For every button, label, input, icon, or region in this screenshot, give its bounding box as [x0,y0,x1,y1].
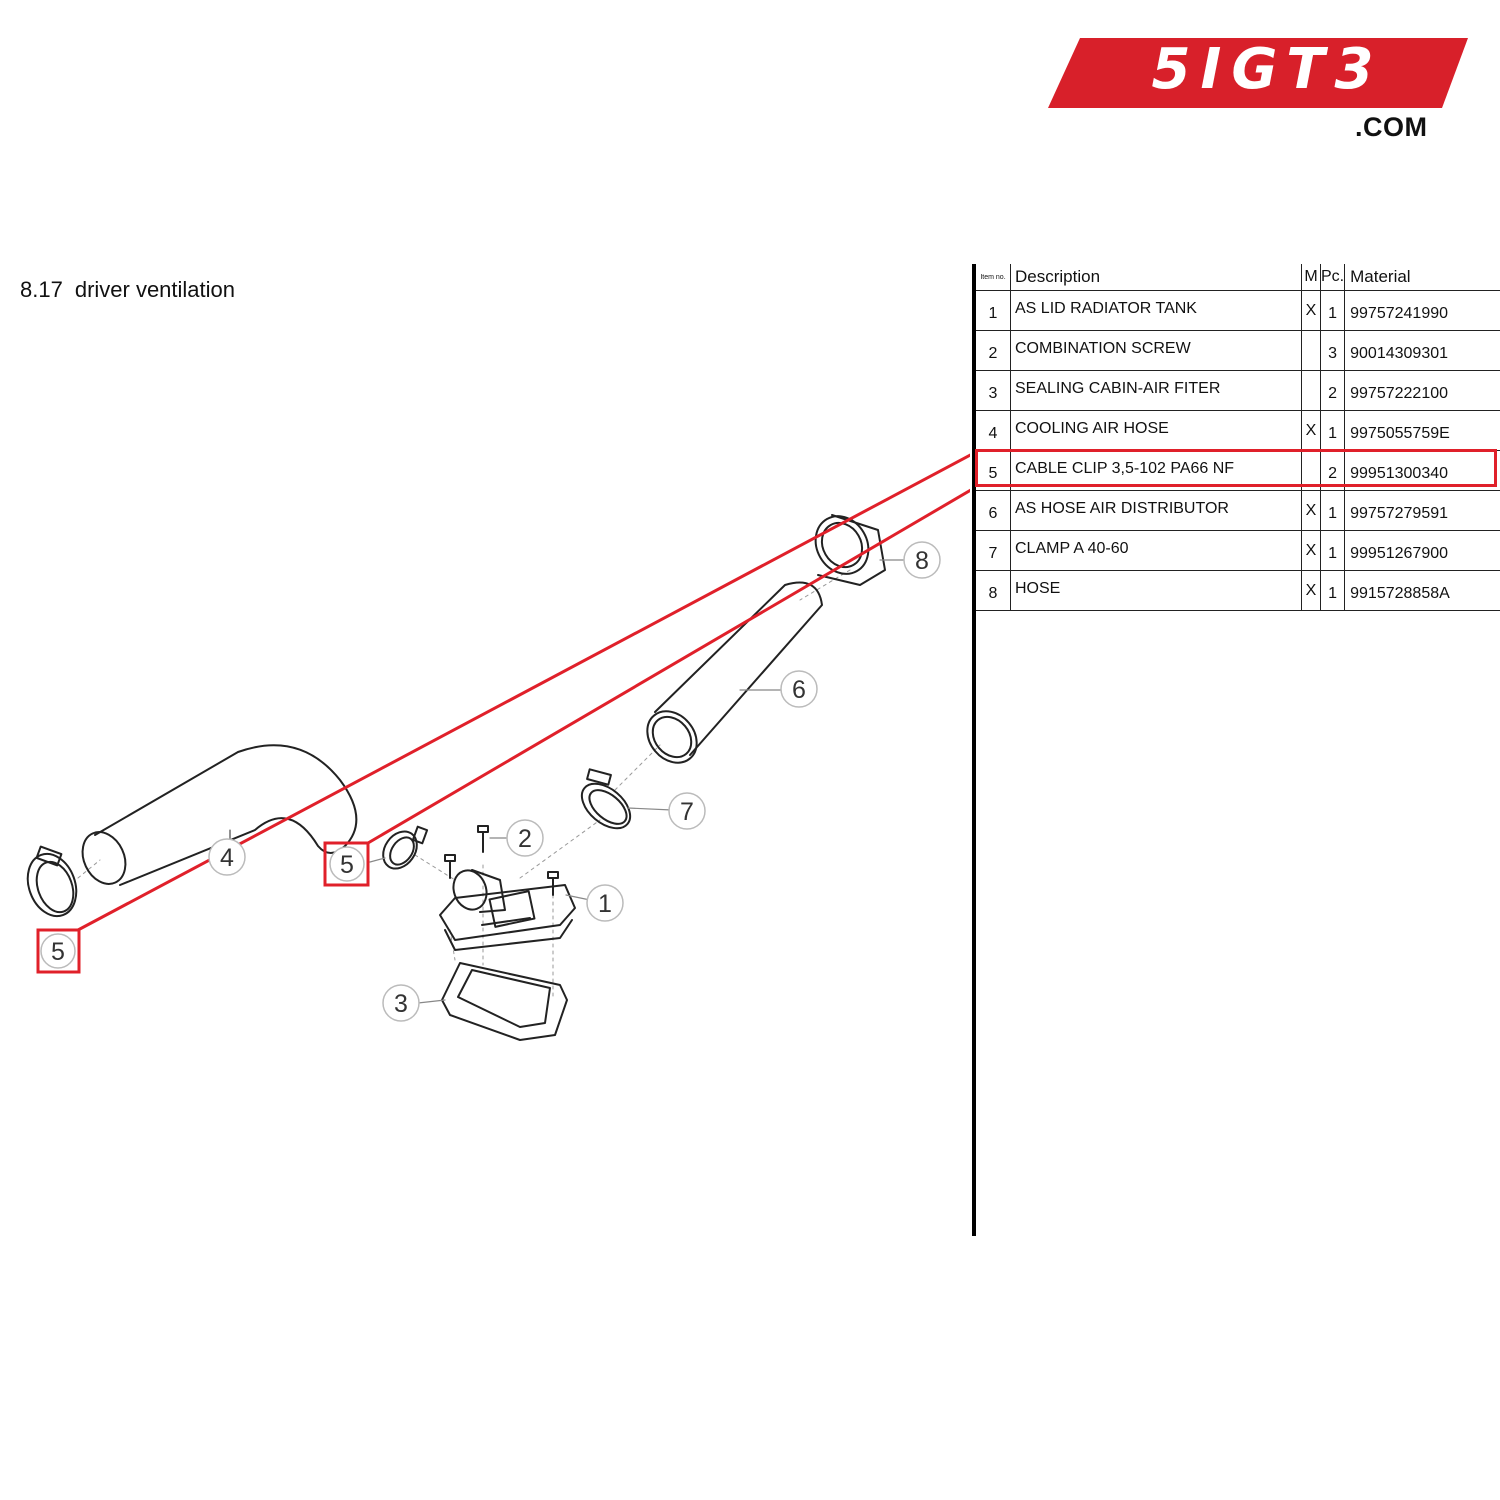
callout-8: 8 [903,541,941,579]
cell-material: 9915728858A [1344,570,1500,611]
cell-material: 99757241990 [1344,290,1500,331]
callout-6: 6 [780,670,818,708]
table-row[interactable]: 7 CLAMP A 40-60 X 1 99951267900 [976,530,1500,571]
cell-description: COMBINATION SCREW [1010,330,1302,371]
cell-material: 90014309301 [1344,330,1500,371]
part-3-sealing-cabin-air-filter [441,962,568,1041]
cell-item: 1 [976,290,1011,331]
part-5-hose-clamp-left [26,845,78,918]
cell-pc: 2 [1320,370,1346,411]
part-7-clamp [580,768,632,830]
cell-material: 99951267900 [1344,530,1500,571]
svg-text:5: 5 [340,851,354,879]
callout-2: 2 [506,819,544,857]
cell-description: COOLING AIR HOSE [1010,410,1302,451]
cell-pc: 1 [1320,290,1346,331]
logo-red-parallelogram [1048,38,1468,108]
cell-m [1301,450,1321,491]
cell-m [1301,330,1321,371]
site-logo[interactable]: 5IGT3 .COM [1040,30,1480,150]
table-row[interactable]: 6 AS HOSE AIR DISTRIBUTOR X 1 9975727959… [976,490,1500,531]
cell-item: 2 [976,330,1011,371]
svg-text:6: 6 [792,676,806,704]
cell-m [1301,370,1321,411]
highlight-connectors [36,453,970,974]
vertical-divider [972,264,976,1236]
callout-numbers: 1 2 3 4 5 5 6 7 8 [40,541,941,1022]
section-name: driver ventilation [74,277,236,302]
cell-pc: 1 [1320,570,1346,611]
table-header-row: Item no. Description M Pc. Material [976,264,1500,291]
callout-5-center: 5 [329,846,365,882]
cell-pc: 1 [1320,490,1346,531]
part-1-lid-radiator-tank [439,869,576,951]
cell-pc: 1 [1320,530,1346,571]
header-pc: Pc. [1320,264,1346,291]
table-row[interactable]: 3 SEALING CABIN-AIR FITER 2 99757222100 [976,370,1500,411]
cell-material: 9975055759E [1344,410,1500,451]
svg-text:2: 2 [518,825,532,853]
logo-banner [1048,38,1468,108]
cell-m: X [1301,530,1321,571]
cell-description: AS LID RADIATOR TANK [1010,290,1302,331]
cell-item: 7 [976,530,1011,571]
part-5-hose-clamp-center [382,825,429,870]
table-row[interactable]: 4 COOLING AIR HOSE X 1 9975055759E [976,410,1500,451]
header-description: Description [1010,264,1302,291]
exploded-parts-diagram: 1 2 3 4 5 5 6 7 8 [26,453,970,1041]
highlight-box-item-5-center [323,841,370,887]
svg-text:3: 3 [394,990,408,1018]
table-row[interactable]: 2 COMBINATION SCREW 3 90014309301 [976,330,1500,371]
part-8-hose [814,514,886,586]
svg-text:1: 1 [598,890,612,918]
svg-text:8: 8 [915,547,929,575]
highlight-box-row-5 [975,449,1497,487]
highlight-box-item-5-left [36,928,81,974]
cell-m: X [1301,290,1321,331]
header-m: M [1301,264,1321,291]
table-row[interactable]: 1 AS LID RADIATOR TANK X 1 99757241990 [976,290,1500,331]
cell-item: 3 [976,370,1011,411]
cell-material: 99757279591 [1344,490,1500,531]
part-2-combination-screws [444,825,559,896]
callout-5-left: 5 [40,933,76,969]
callout-4: 4 [208,838,246,876]
callout-1: 1 [586,884,624,922]
cell-m: X [1301,490,1321,531]
svg-text:4: 4 [220,844,234,872]
cell-description: AS HOSE AIR DISTRIBUTOR [1010,490,1302,531]
cell-m: X [1301,410,1321,451]
cell-pc: 1 [1320,410,1346,451]
cell-pc: 3 [1320,330,1346,371]
svg-text:7: 7 [680,798,694,826]
logo-text: 5IGT3 [1151,37,1384,102]
cell-description: CLAMP A 40-60 [1010,530,1302,571]
callout-leader-lines [369,559,906,1004]
section-title: 8.17 driver ventilation [20,277,235,303]
svg-text:5: 5 [51,938,65,966]
cell-description: HOSE [1010,570,1302,611]
callout-3: 3 [382,984,420,1022]
cell-m: X [1301,570,1321,611]
cell-description: SEALING CABIN-AIR FITER [1010,370,1302,411]
header-material: Material [1344,264,1500,291]
cell-item: 8 [976,570,1011,611]
cell-item: 4 [976,410,1011,451]
cell-material: 99757222100 [1344,370,1500,411]
logo-domain-suffix: .COM [1355,112,1428,142]
callout-7: 7 [668,792,706,830]
cell-item: 6 [976,490,1011,531]
parts-list-table: Item no. Description M Pc. Material 1 AS… [976,264,1500,611]
table-row[interactable]: 8 HOSE X 1 9915728858A [976,570,1500,611]
header-item-no: Item no. [976,264,1011,291]
section-number: 8.17 [20,277,63,302]
